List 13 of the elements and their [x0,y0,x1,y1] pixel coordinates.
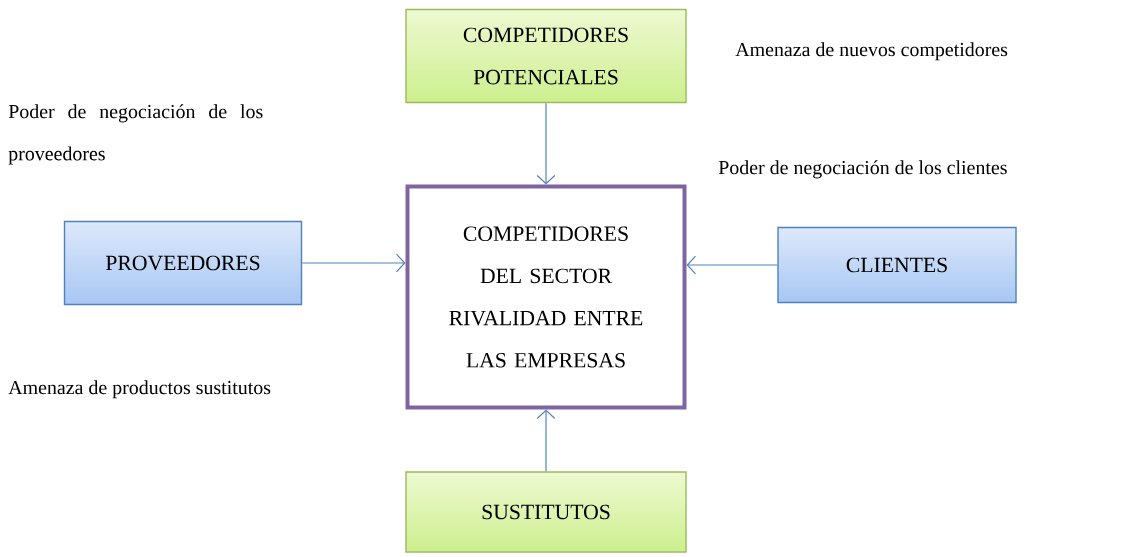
label-text: Amenaza de productos sustitutos [8,380,271,399]
process-box: CLIENTES [777,226,1017,304]
arrow [686,255,778,275]
arrow [536,102,556,185]
process-box: COMPETIDORES POTENCIALES [405,8,687,104]
label-text: Poder de negociación de los clientes [718,160,1007,179]
label-text: Amenaza de nuevos competidores [735,42,1008,61]
arrow [301,253,406,273]
central-box: COMPETIDORES DEL SECTOR RIVALIDAD ENTRE LAS EMPRESAS [405,184,687,410]
process-box: SUSTITUTOS [405,471,687,553]
arrow [536,409,556,472]
label-text: Poder de negociación de los proveedores [8,104,263,165]
process-box: PROVEEDORES [63,220,303,306]
